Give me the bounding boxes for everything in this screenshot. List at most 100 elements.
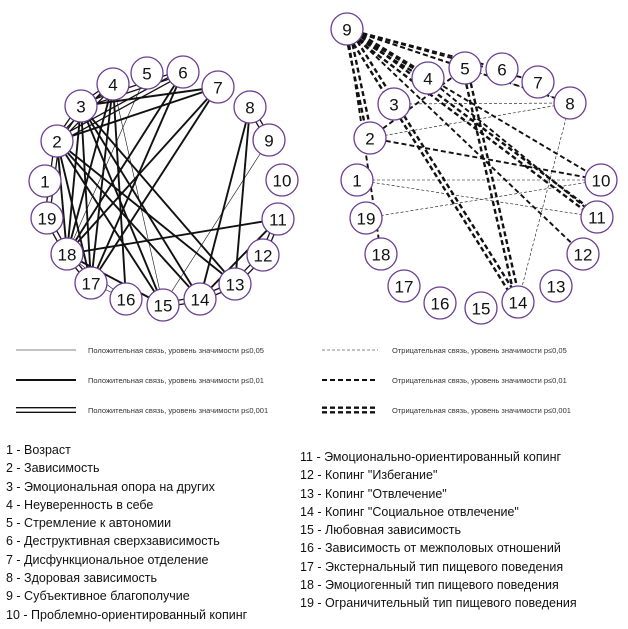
variable-item: 8 - Здоровая зависимость: [6, 571, 158, 586]
variable-node: 9: [330, 12, 364, 46]
legend: Положительная связь, уровень значимости …: [16, 346, 571, 415]
node-circle: [580, 200, 614, 234]
node-label: 1: [40, 173, 49, 192]
variable-node: 7: [201, 70, 235, 104]
variable-node: 19: [349, 201, 383, 235]
node-circle: [485, 52, 519, 86]
node-circle: [166, 55, 200, 89]
variable-node: 12: [566, 237, 600, 271]
legend-item: Отрицательная связь, уровень значимости …: [322, 346, 567, 355]
node-label: 13: [226, 276, 245, 295]
node-circle: [501, 285, 535, 319]
variable-node: 16: [109, 282, 143, 316]
node-circle: [539, 269, 573, 303]
node-circle: [28, 164, 62, 198]
node-circle: [252, 123, 286, 157]
variable-item: 4 - Неуверенность в себе: [6, 497, 154, 512]
legend-item: Отрицательная связь, уровень значимости …: [322, 406, 571, 415]
variable-node: 8: [233, 90, 267, 124]
correlation-link: [66, 253, 164, 306]
variable-node: 3: [64, 89, 98, 123]
correlation-link: [427, 77, 598, 218]
node-circle: [74, 266, 108, 300]
node-circle: [50, 237, 84, 271]
node-label: 9: [342, 21, 351, 40]
node-label: 11: [269, 211, 287, 230]
node-circle: [566, 237, 600, 271]
variable-node: 8: [553, 86, 587, 120]
legend-label: Отрицательная связь, уровень значимости …: [392, 406, 571, 415]
variable-node: 18: [50, 237, 84, 271]
variable-item: 3 - Эмоциональная опора на других: [6, 479, 215, 494]
node-circle: [387, 269, 421, 303]
node-label: 7: [213, 79, 222, 98]
variable-node: 6: [485, 52, 519, 86]
variable-item: 13 - Копинг "Отвлечение": [300, 486, 447, 501]
variable-node: 13: [539, 269, 573, 303]
variable-item: 17 - Экстернальный тип пищевого поведени…: [300, 559, 564, 574]
variable-item: 12 - Копинг "Избегание": [300, 468, 438, 483]
node-label: 12: [254, 247, 273, 266]
node-label: 3: [76, 98, 85, 117]
node-label: 7: [533, 74, 542, 93]
correlation-link: [464, 67, 571, 104]
correlation-link: [80, 86, 219, 107]
variable-node: 14: [183, 282, 217, 316]
variable-list-right: 11 - Эмоционально-ориентированный копинг…: [300, 448, 577, 613]
node-label: 4: [423, 70, 432, 89]
node-circle: [261, 202, 295, 236]
node-label: 1: [352, 172, 361, 191]
node-circle: [265, 163, 299, 197]
correlation-link: [80, 69, 184, 109]
node-circle: [448, 51, 482, 85]
variable-item: 10 - Проблемно-ориентированный копинг: [6, 607, 248, 622]
correlation-link: [369, 102, 571, 139]
node-circle: [521, 65, 555, 99]
correlation-link: [369, 137, 602, 181]
correlation-link: [56, 86, 219, 142]
node-label: 16: [431, 295, 450, 314]
variable-node: 3: [377, 87, 411, 121]
correlation-link: [162, 139, 270, 306]
correlation-link: [80, 105, 164, 306]
node-circle: [183, 282, 217, 316]
correlation-link: [80, 105, 92, 284]
variable-item: 5 - Стремление к автономии: [6, 516, 172, 531]
correlation-link: [66, 71, 184, 255]
node-circle: [218, 267, 252, 301]
node-label: 3: [389, 96, 398, 115]
variable-node: 1: [28, 164, 62, 198]
variable-item: 7 - Дисфункциональное отделение: [6, 552, 209, 567]
legend-line-sample: [16, 407, 76, 413]
variable-node: 4: [411, 61, 445, 95]
node-circle: [146, 288, 180, 322]
node-circle: [130, 56, 164, 90]
legend-item: Положительная связь, уровень значимости …: [16, 376, 264, 385]
node-circle: [349, 201, 383, 235]
legend-label: Положительная связь, уровень значимости …: [88, 346, 264, 355]
node-circle: [30, 201, 64, 235]
node-label: 14: [509, 294, 528, 313]
node-circle: [553, 86, 587, 120]
node-label: 10: [273, 172, 292, 191]
legend-item: Отрицательная связь, уровень значимости …: [322, 376, 567, 385]
correlation-link: [356, 179, 598, 218]
variable-node: 6: [166, 55, 200, 89]
variable-item: 11 - Эмоционально-ориентированный копинг: [300, 450, 562, 464]
variable-item: 2 - Зависимость: [6, 461, 100, 476]
variable-node: 2: [353, 121, 387, 155]
variable-list-left: 1 - Возраст 2 - Зависимость 3 - Эмоциона…: [6, 441, 247, 624]
variable-item: 18 - Эмоциогенный тип пищевого поведения: [300, 578, 559, 593]
node-label: 6: [178, 64, 187, 83]
node-label: 19: [38, 210, 57, 229]
node-circle: [40, 124, 74, 158]
variable-node: 9: [252, 123, 286, 157]
variable-item: 15 - Любовная зависимость: [300, 523, 462, 538]
correlation-link: [346, 28, 602, 181]
node-label: 5: [142, 65, 151, 84]
correlation-link: [80, 105, 201, 300]
variable-node: 5: [448, 51, 482, 85]
correlation-link: [344, 27, 521, 304]
node-label: 5: [460, 60, 469, 79]
